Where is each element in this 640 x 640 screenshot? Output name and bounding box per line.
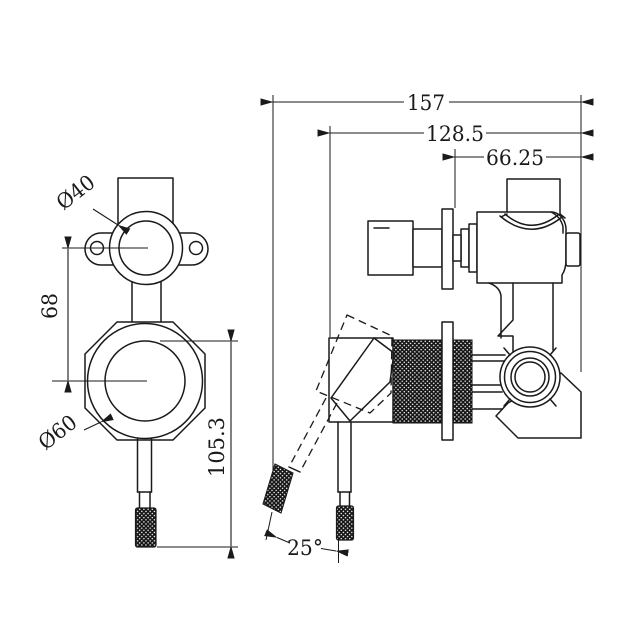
knurled-grip	[134, 507, 157, 548]
knurled-dial-ring	[392, 339, 473, 424]
dashed-arm-lines	[288, 397, 338, 473]
angle-arrow-left	[264, 529, 291, 544]
notch-flag	[497, 282, 514, 353]
dim-center-spacing: 68	[38, 236, 72, 393]
upper-valve-assembly	[367, 178, 581, 290]
lever-taper-side	[339, 491, 351, 507]
adapter-collar	[452, 234, 462, 262]
left-step-line	[488, 282, 502, 339]
dim-text-25deg: 25°	[287, 536, 323, 560]
port-chamfers	[500, 213, 566, 219]
lever-housing	[328, 337, 394, 423]
rear-outlet-cap	[565, 232, 581, 267]
flange-corner-ticks	[503, 347, 557, 407]
side-view: 157 128.5 66.25	[260, 91, 594, 563]
dim-text-66.25: 66.25	[486, 146, 544, 170]
dim-lever-angle: 25°	[264, 529, 349, 560]
dim-text-105.3: 105.3	[205, 417, 229, 477]
leader-knob-diameter: Ø40	[52, 170, 131, 235]
dim-text-128.5: 128.5	[426, 122, 484, 146]
lever-head-solid	[330, 337, 395, 422]
dashed-joint-line	[288, 466, 301, 473]
dim-overall-depth: 157	[260, 91, 594, 115]
extension-lines	[272, 95, 582, 502]
lever-stem-side	[337, 421, 352, 493]
dashed-axis-extension	[265, 511, 273, 541]
dim-overall-height: 105.3	[157, 329, 238, 559]
lever-head-alt-position	[315, 314, 393, 414]
adapter-stub	[460, 228, 470, 268]
upper-wall-plate	[441, 208, 454, 290]
dim-valve-depth: 66.25	[442, 146, 594, 170]
dim-text-68: 68	[38, 293, 62, 319]
angle-arrow-right	[320, 547, 349, 557]
bore-inner-circle	[514, 361, 546, 393]
cartridge-cap	[468, 223, 478, 273]
leader-dial-diameter: Ø60	[34, 410, 114, 455]
knob-side	[367, 220, 414, 276]
bore-outer-circle	[510, 357, 550, 397]
side-lever-solid	[335, 421, 355, 563]
side-lever-dashed	[262, 397, 338, 541]
lever-taper	[138, 491, 151, 509]
mid-connection-details	[488, 282, 554, 353]
front-view: 68 105.3 Ø40 Ø60	[34, 170, 238, 559]
knob-neck-side	[412, 228, 443, 268]
leader-line-d60	[83, 413, 114, 431]
outlet-flange	[499, 346, 561, 408]
flange-ring-circle	[503, 350, 557, 404]
dim-body-depth: 128.5	[317, 122, 594, 146]
saddle-arc-lower	[499, 215, 563, 230]
saddle-arc-upper	[504, 213, 559, 226]
dim-text-157: 157	[407, 91, 445, 115]
leader-line-d40	[92, 208, 131, 235]
top-outlet-port	[506, 178, 561, 214]
flange-outer-circle	[499, 346, 561, 408]
front-lever	[134, 437, 157, 548]
dashed-knurled-grip	[262, 463, 294, 514]
dim-text-d60: Ø60	[34, 410, 82, 455]
lever-stem	[136, 437, 153, 493]
lower-wall-plate	[441, 321, 454, 441]
dim-text-d40: Ø40	[52, 170, 100, 215]
right-ear-hole	[188, 240, 204, 256]
spindle-step-lines	[471, 354, 506, 410]
knurled-grip-side	[335, 505, 355, 541]
